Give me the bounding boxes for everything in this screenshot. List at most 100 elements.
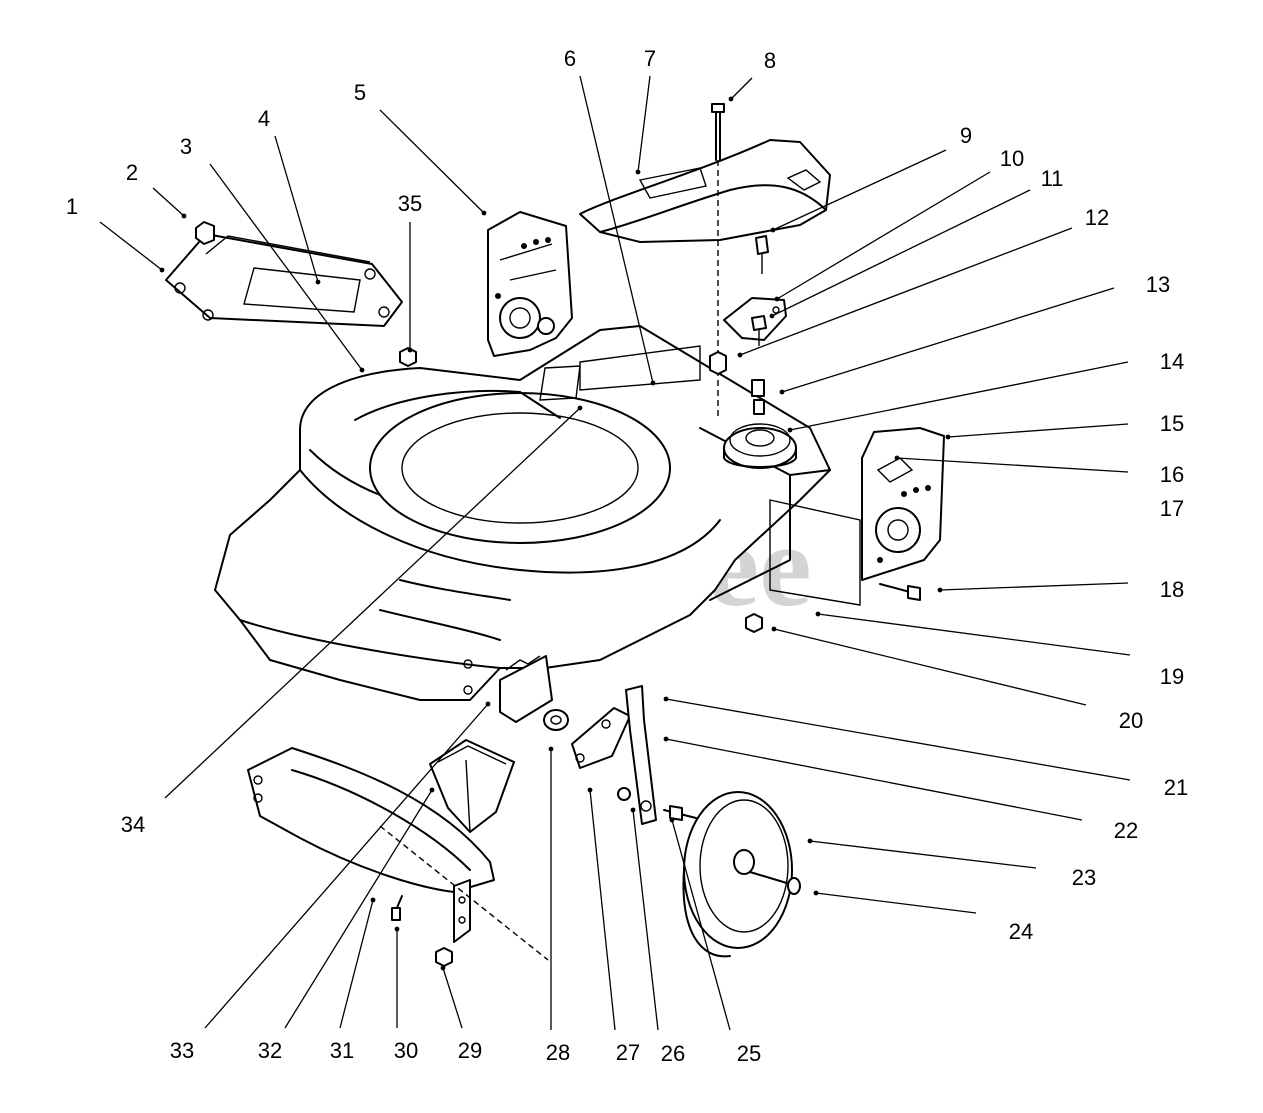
leader-tip-26	[630, 807, 636, 813]
leader-line-32	[284, 789, 433, 1029]
cover-plate-part	[165, 233, 403, 327]
callout-number-2: 2	[126, 160, 138, 185]
callout-number-6: 6	[564, 46, 576, 71]
nut-20-part	[745, 613, 763, 633]
leader-tip-7	[635, 169, 641, 175]
leader-tip-19	[815, 611, 821, 617]
leader-line-11	[771, 189, 1031, 317]
leader-tip-31	[370, 897, 376, 903]
leader-line-23	[809, 840, 1037, 869]
leader-tip-24	[813, 890, 819, 896]
callout-number-30: 30	[394, 1038, 418, 1063]
mount-bracket-part	[723, 235, 787, 415]
leader-tip-30	[394, 926, 400, 932]
leader-line-21	[665, 698, 1131, 781]
leader-line-26	[632, 809, 659, 1031]
leader-line-15	[947, 423, 1129, 438]
callout-number-5: 5	[354, 80, 366, 105]
bolt-35-part	[399, 347, 417, 367]
leader-line-16	[896, 457, 1129, 473]
callout-number-7: 7	[644, 46, 656, 71]
leader-tip-22	[663, 736, 669, 742]
callout-number-15: 15	[1160, 411, 1184, 436]
leader-line-4	[274, 135, 319, 283]
rear-shield-part	[579, 139, 831, 243]
leader-line-31	[339, 899, 374, 1029]
leader-line-18	[939, 582, 1129, 591]
callout-number-28: 28	[546, 1040, 570, 1065]
callout-number-22: 22	[1114, 818, 1138, 843]
height-adjust-parts	[543, 685, 657, 825]
wheel-bolt-part	[663, 805, 697, 821]
leader-line-20	[773, 628, 1087, 706]
clip-part	[195, 221, 215, 245]
leader-tip-1	[159, 267, 165, 273]
leader-tip-8	[728, 96, 734, 102]
callout-number-25: 25	[737, 1041, 761, 1066]
callout-number-16: 16	[1160, 462, 1184, 487]
leader-line-13	[781, 287, 1115, 393]
callout-number-19: 19	[1160, 664, 1184, 689]
callout-number-27: 27	[616, 1040, 640, 1065]
leader-tip-4	[315, 279, 321, 285]
leader-tip-25	[669, 817, 675, 823]
leader-tip-32	[429, 787, 435, 793]
leader-tip-21	[663, 696, 669, 702]
leader-tip-35	[407, 347, 413, 353]
callout-number-29: 29	[458, 1038, 482, 1063]
leader-tip-23	[807, 838, 813, 844]
leader-tip-9	[770, 227, 776, 233]
leader-tip-5	[481, 210, 487, 216]
leader-line-3	[209, 163, 363, 371]
callout-number-8: 8	[764, 48, 776, 73]
callout-number-1: 1	[66, 194, 78, 219]
leader-tip-16	[894, 455, 900, 461]
leader-tip-27	[587, 787, 593, 793]
leader-tip-10	[774, 296, 780, 302]
leader-tip-15	[945, 434, 951, 440]
axle-bolt-part	[749, 871, 801, 895]
leader-tip-13	[779, 389, 785, 395]
callout-number-20: 20	[1119, 708, 1143, 733]
leader-tip-14	[787, 427, 793, 433]
left-bracket-part	[487, 211, 573, 357]
leader-tip-18	[937, 587, 943, 593]
pulley-part	[723, 423, 797, 469]
leader-line-10	[776, 171, 991, 300]
leader-line-33	[204, 703, 489, 1029]
leader-tip-28	[548, 746, 554, 752]
callout-number-3: 3	[180, 134, 192, 159]
callout-number-18: 18	[1160, 577, 1184, 602]
leader-tip-2	[181, 213, 187, 219]
leader-line-14	[789, 361, 1129, 431]
leader-line-25	[671, 819, 731, 1031]
leader-line-7	[637, 75, 651, 173]
leader-line-8	[730, 77, 753, 100]
callout-number-17: 17	[1160, 496, 1184, 521]
leader-line-5	[379, 109, 485, 214]
callout-number-33: 33	[170, 1038, 194, 1063]
leader-line-12	[739, 227, 1073, 356]
leader-tip-6	[650, 380, 656, 386]
callout-number-32: 32	[258, 1038, 282, 1063]
long-bolt-part	[709, 103, 727, 420]
leader-tip-20	[771, 626, 777, 632]
callout-number-26: 26	[661, 1041, 685, 1066]
leader-line-34	[164, 407, 581, 799]
callout-number-4: 4	[258, 106, 270, 131]
leader-tip-29	[440, 965, 446, 971]
callout-number-9: 9	[960, 123, 972, 148]
screw-30-part	[391, 895, 403, 921]
callout-number-12: 12	[1085, 205, 1109, 230]
callout-number-21: 21	[1164, 775, 1188, 800]
callout-number-34: 34	[121, 812, 145, 837]
deflector-part	[429, 739, 515, 833]
leader-line-6	[579, 75, 654, 384]
bolt-18-part	[879, 583, 921, 601]
leader-tip-12	[737, 352, 743, 358]
callout-number-14: 14	[1160, 349, 1184, 374]
leader-line-19	[817, 613, 1131, 656]
callout-number-31: 31	[330, 1038, 354, 1063]
